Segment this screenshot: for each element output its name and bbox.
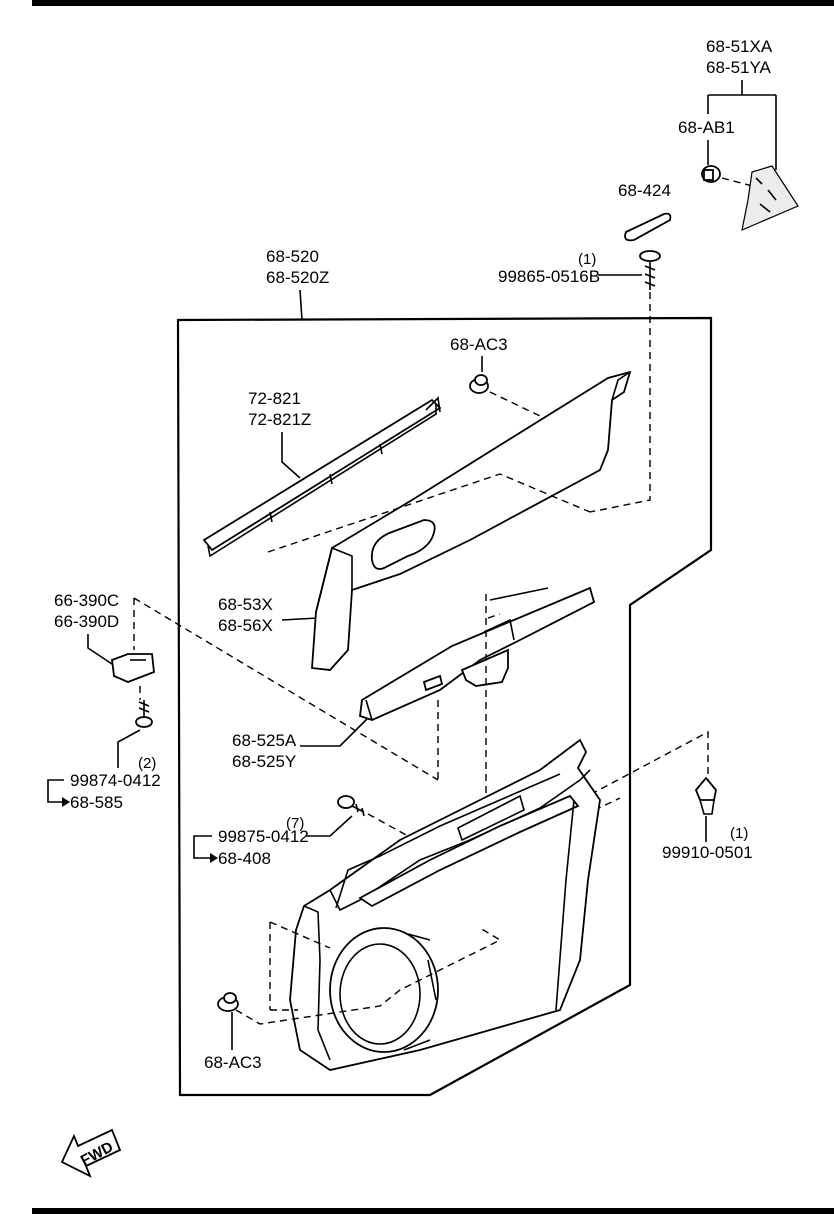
leader-upper-trim <box>281 617 319 621</box>
label-grip-424: 68-424 <box>618 181 671 200</box>
dash-clip-right <box>579 730 709 801</box>
label-clip-ab1: 68-AB1 <box>678 118 735 137</box>
label-trim-bracket-1: 68-51XA <box>706 37 773 56</box>
leader-trim-bracket <box>707 80 777 170</box>
label-screw-top: 99865-0516B <box>498 267 600 286</box>
dash-screw-mid <box>367 813 409 837</box>
arrow-screw-left <box>62 797 70 807</box>
label-trim-bracket-2: 68-51YA <box>706 58 772 77</box>
dash-upper-trim <box>267 473 591 553</box>
label-screw-left-qty: (2) <box>138 755 156 772</box>
label-weatherstrip-1: 72-821 <box>248 389 301 408</box>
clip-ac3-top-part <box>469 374 489 394</box>
label-screw-left-ref: 68-585 <box>70 793 123 812</box>
label-panel-1: 68-520 <box>266 247 319 266</box>
label-upper-trim-1: 68-53X <box>218 595 273 614</box>
switch-part <box>111 653 155 683</box>
dash-clip-ac3-top <box>489 391 591 441</box>
label-armrest-1: 68-525A <box>232 731 297 750</box>
screw-left-part <box>135 700 153 728</box>
label-switch-1: 66-390C <box>54 591 119 610</box>
bracket-screw-left <box>47 779 64 803</box>
clip-right-part <box>694 776 717 815</box>
arrow-screw-mid <box>210 853 218 863</box>
label-switch-2: 66-390D <box>54 612 119 631</box>
assembly-outline <box>176 316 713 1097</box>
leader-screw-mid <box>306 815 353 837</box>
leader-panel <box>299 289 303 321</box>
label-clip-ac3-top: 68-AC3 <box>450 335 508 354</box>
leader-switch <box>87 634 113 665</box>
leader-armrest <box>300 713 373 747</box>
label-armrest-2: 68-525Y <box>232 752 296 771</box>
clip-ac3-bottom-part <box>217 992 239 1012</box>
dash-switch <box>133 597 439 781</box>
armrest-part <box>359 586 596 721</box>
leader-screw-left <box>117 729 141 768</box>
screw-top-part <box>639 250 661 290</box>
label-clip-ac3-bottom: 68-AC3 <box>204 1053 262 1072</box>
label-clip-right-qty: (1) <box>730 825 748 842</box>
weatherstrip-part <box>202 396 442 558</box>
label-screw-top-qty: (1) <box>578 251 596 268</box>
label-upper-trim-2: 68-56X <box>218 616 273 635</box>
lower-trim-panel-part <box>289 738 601 1071</box>
label-panel-2: 68-520Z <box>266 268 329 287</box>
dash-clip-ab1 <box>721 177 761 189</box>
fwd-arrow-icon: FWD <box>60 1128 122 1178</box>
trim-bracket-part <box>741 165 799 232</box>
label-screw-mid-qty: (7) <box>286 815 304 832</box>
clip-ab1-part <box>701 165 721 183</box>
grip-424-part <box>624 212 672 242</box>
label-screw-mid: 99875-0412 <box>218 827 309 846</box>
label-weatherstrip-2: 72-821Z <box>248 410 311 429</box>
screw-mid-part <box>337 795 365 817</box>
bracket-screw-mid <box>193 835 212 859</box>
dash-screw-top <box>589 292 651 513</box>
upper-trim-part <box>311 370 632 671</box>
leader-weatherstrip <box>281 432 301 479</box>
label-screw-mid-ref: 68-408 <box>218 849 271 868</box>
label-clip-right: 99910-0501 <box>662 843 753 862</box>
label-screw-left: 99874-0412 <box>70 771 161 790</box>
dash-armrest <box>437 594 621 863</box>
